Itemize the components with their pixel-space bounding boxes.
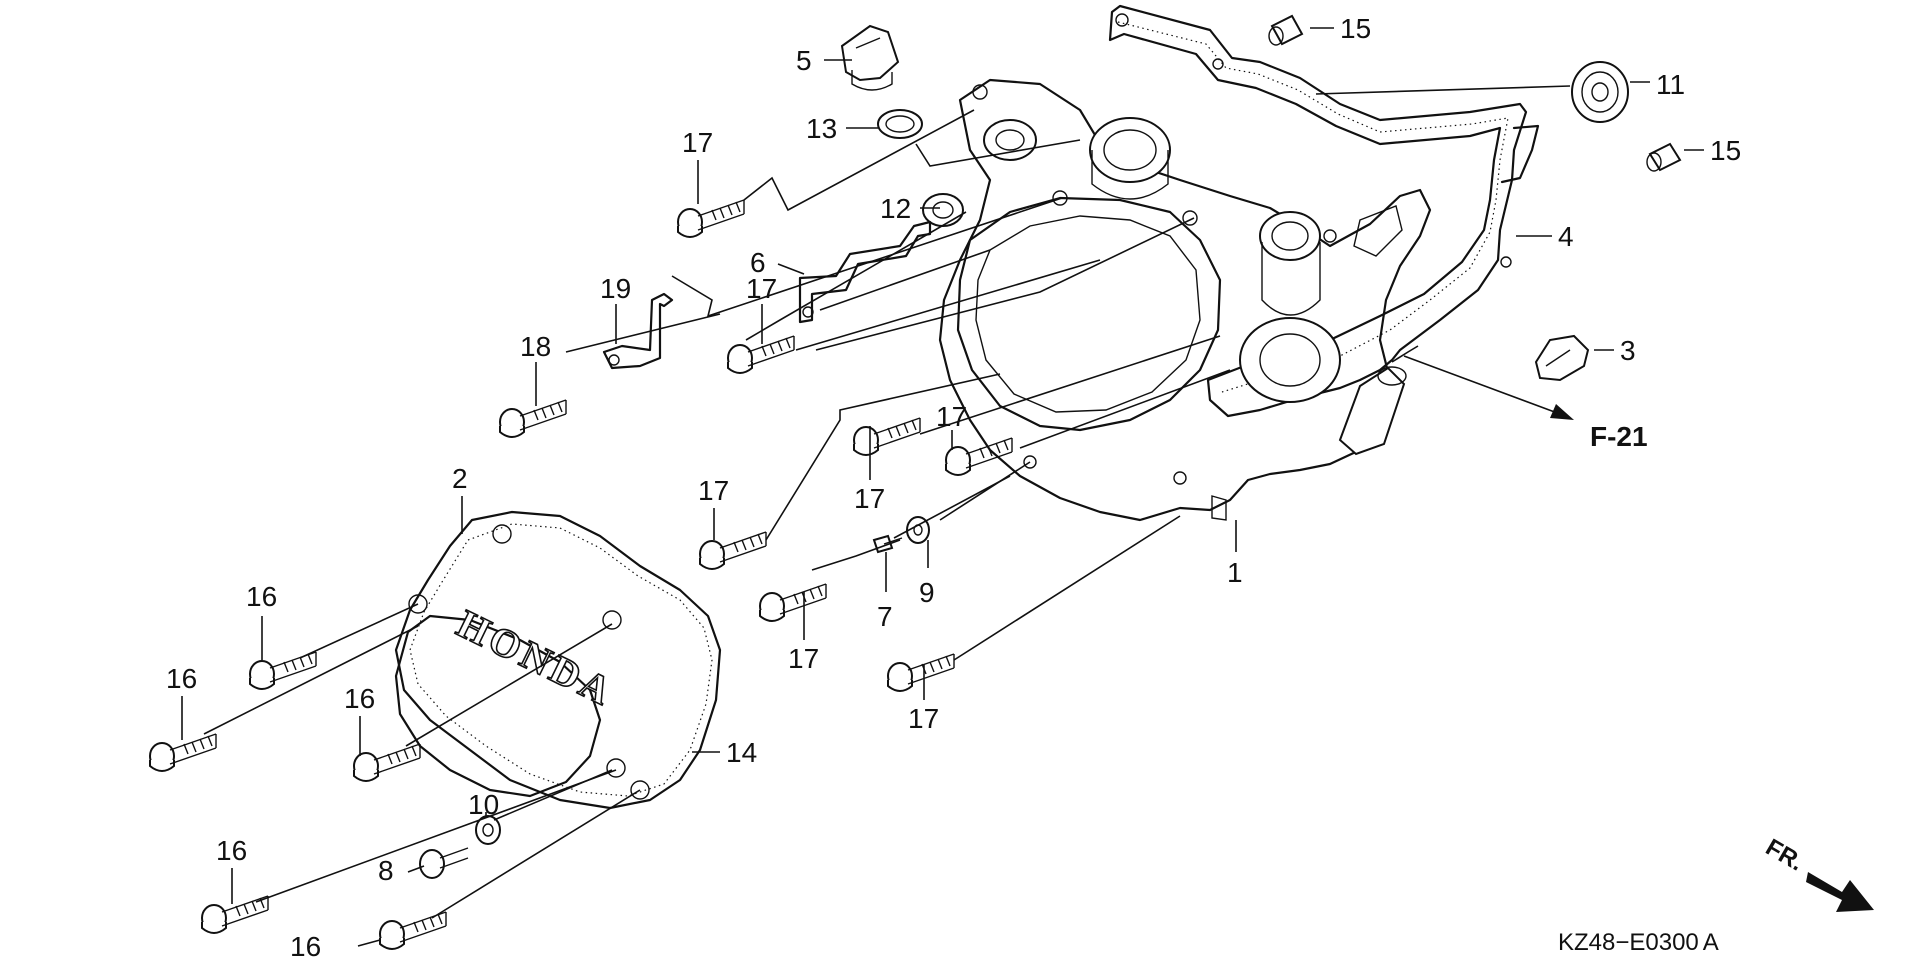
callout-11: 11 bbox=[1656, 69, 1685, 100]
callout-12: 12 bbox=[880, 193, 911, 224]
bolt-16-c bbox=[353, 743, 421, 782]
callout-17-b: 17 bbox=[746, 273, 777, 304]
bolt-17-c bbox=[853, 417, 921, 456]
callout-15-top: 15 bbox=[1340, 13, 1371, 44]
front-direction-label: FR. bbox=[1761, 834, 1808, 877]
callout-9: 9 bbox=[919, 577, 935, 608]
bolt-18 bbox=[499, 399, 567, 438]
callout-15-right: 15 bbox=[1710, 135, 1741, 166]
callout-16-b: 16 bbox=[166, 663, 197, 694]
dowel-pin-15-right bbox=[1646, 142, 1682, 172]
bolt-17-e bbox=[699, 531, 767, 570]
bolt-16-a bbox=[249, 651, 317, 690]
callout-6: 6 bbox=[750, 247, 766, 278]
callout-7: 7 bbox=[877, 601, 893, 632]
bolt-16-b bbox=[149, 733, 217, 772]
reference-label: F-21 bbox=[1590, 421, 1648, 452]
callout-5: 5 bbox=[796, 45, 812, 76]
callout-1: 1 bbox=[1227, 557, 1243, 588]
callout-10: 10 bbox=[468, 789, 499, 820]
callout-17-c: 17 bbox=[854, 483, 885, 514]
bolt-16-e bbox=[379, 911, 447, 950]
callout-labels: 1 2 3 4 5 6 7 8 9 10 11 12 13 14 15 15 1… bbox=[166, 13, 1741, 959]
crankcase-cover-1 bbox=[938, 78, 1432, 522]
callout-17-d: 17 bbox=[936, 401, 967, 432]
callout-3: 3 bbox=[1620, 335, 1636, 366]
assembly-lines bbox=[203, 85, 1571, 919]
oil-filler-cap-5 bbox=[840, 24, 900, 91]
callout-14: 14 bbox=[726, 737, 757, 768]
front-direction-arrow: FR. bbox=[1761, 834, 1874, 912]
bolt-17-g bbox=[887, 653, 955, 692]
bolt-17-a bbox=[677, 199, 745, 238]
o-ring-13 bbox=[877, 109, 923, 139]
callout-4: 4 bbox=[1558, 221, 1574, 252]
bolt-17-f bbox=[759, 583, 827, 622]
washer-9 bbox=[906, 516, 930, 544]
callout-16-e: 16 bbox=[290, 931, 321, 959]
callout-2: 2 bbox=[452, 463, 468, 494]
callout-8: 8 bbox=[378, 855, 394, 886]
callout-18: 18 bbox=[520, 331, 551, 362]
callout-17-a: 17 bbox=[682, 127, 713, 158]
callout-16-d: 16 bbox=[216, 835, 247, 866]
callout-leaders bbox=[181, 27, 1704, 947]
stay-19 bbox=[602, 292, 674, 370]
dowel-pin-15-top bbox=[1268, 14, 1304, 46]
grommet-3 bbox=[1534, 334, 1590, 382]
callout-16-c: 16 bbox=[344, 683, 375, 714]
callout-17-g: 17 bbox=[908, 703, 939, 734]
bolt-17-d bbox=[945, 437, 1013, 476]
cover-emboss-text: HONDA bbox=[450, 601, 622, 715]
callout-19: 19 bbox=[600, 273, 631, 304]
bearing-11 bbox=[1571, 61, 1629, 123]
reference-arrow bbox=[1403, 355, 1574, 420]
screw-8 bbox=[419, 847, 469, 879]
washer-10 bbox=[475, 815, 501, 845]
bolt-17-b bbox=[727, 335, 795, 374]
callout-16-a: 16 bbox=[246, 581, 277, 612]
clutch-cover-2: HONDA bbox=[394, 510, 722, 810]
callout-13: 13 bbox=[806, 113, 837, 144]
clamp-6 bbox=[798, 220, 932, 324]
callout-17-f: 17 bbox=[788, 643, 819, 674]
callout-17-e: 17 bbox=[698, 475, 729, 506]
